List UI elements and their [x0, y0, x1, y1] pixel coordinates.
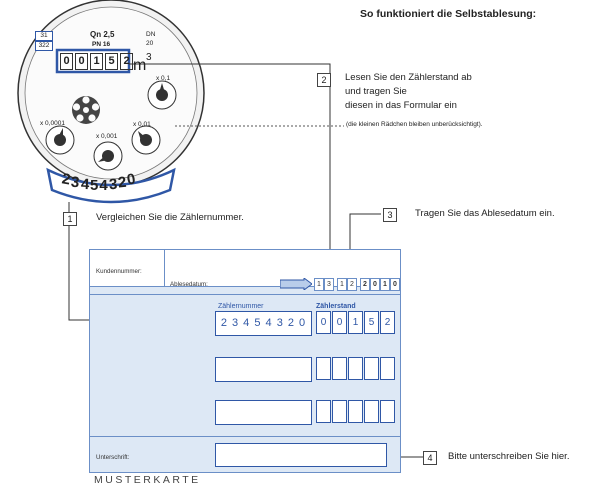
step-3-text: Tragen Sie das Ablesedatum ein.: [415, 208, 555, 219]
step-2-number: 2: [317, 73, 331, 87]
zaehlerstand-cell-empty[interactable]: [364, 400, 379, 423]
arrow-right-icon: [280, 278, 312, 290]
dial-label-3: x 0,001: [96, 133, 118, 140]
star-wheel-icon: [72, 96, 100, 124]
date-cell[interactable]: 1: [314, 278, 324, 291]
step-2-line2: und tragen Sie: [345, 86, 407, 97]
step-3-number: 3: [383, 208, 397, 222]
sample-card: Kundennummer: Ablesedatum: 1 3 1 2 2 0 1…: [89, 249, 401, 473]
serial-digit: 4: [99, 177, 109, 194]
signature-field[interactable]: [215, 443, 387, 467]
zaehlerstand-label: Zählerstand: [316, 303, 356, 310]
unterschrift-label: Unterschrift:: [96, 454, 130, 461]
meter-unit: m: [133, 57, 147, 74]
zaehlerstand-cell-empty[interactable]: [348, 357, 363, 380]
page-title: So funktioniert die Selbstablesung:: [360, 8, 537, 20]
zaehlerstand-cell-empty[interactable]: [348, 400, 363, 423]
serial-digit: 4: [80, 175, 91, 194]
date-cell[interactable]: 0: [390, 278, 400, 291]
serial-number-plate: [46, 167, 176, 204]
card-header-divider: [164, 250, 165, 286]
zaehlernummer-label: Zählernummer: [218, 303, 264, 310]
step-1-text: Vergleichen Sie die Zählernummer.: [96, 212, 244, 223]
serial-digit: 5: [90, 177, 100, 194]
kundennummer-label: Kundennummer:: [96, 268, 142, 275]
date-cell[interactable]: 2: [360, 278, 370, 291]
zaehlerstand-cell-empty[interactable]: [380, 400, 395, 423]
zaehlerstand-cell[interactable]: 0: [332, 311, 347, 334]
zaehlerstand-cell-empty[interactable]: [364, 357, 379, 380]
meter-dn-value: 20: [146, 40, 154, 47]
zaehlerstand-cell-empty[interactable]: [316, 400, 331, 423]
meter-digit: 0: [75, 53, 88, 70]
step-1-number: 1: [63, 212, 77, 226]
date-cell[interactable]: 1: [337, 278, 347, 291]
step-4-number: 4: [423, 451, 437, 465]
zaehlerstand-cell[interactable]: 5: [364, 311, 379, 334]
musterkarte-caption: MUSTERKARTE: [94, 474, 201, 486]
meter-box-a: 31: [35, 31, 53, 41]
date-cell[interactable]: 2: [347, 278, 357, 291]
meter-digit: 1: [90, 53, 103, 70]
meter-qn: Qn 2,5: [90, 30, 115, 39]
dial-label-4: x 0,0001: [40, 120, 65, 127]
meter-digit: 0: [60, 53, 73, 70]
dial-label-1: x 0,1: [156, 75, 171, 82]
meter-dn-label: DN: [146, 31, 156, 38]
dial-label-2: x 0,01: [133, 121, 151, 128]
zaehlerstand-cell[interactable]: 0: [316, 311, 331, 334]
zaehlernummer-field-empty[interactable]: [215, 400, 312, 425]
zaehlerstand-cell-empty[interactable]: [316, 357, 331, 380]
connector-step2: [129, 63, 331, 315]
meter-box-b: 322: [35, 41, 53, 51]
meter-reading-digits: 0 0 1 5 2: [60, 53, 133, 70]
step-2-line1: Lesen Sie den Zählerstand ab: [345, 72, 472, 83]
card-divider-top: [90, 294, 400, 295]
ablesedatum-label: Ablesedatum:: [170, 281, 208, 288]
zaehlernummer-field-empty[interactable]: [215, 357, 312, 382]
zaehlernummer-field[interactable]: 2 3 4 5 4 3 2 0: [215, 311, 312, 336]
zaehlerstand-cell[interactable]: 1: [348, 311, 363, 334]
zaehlerstand-cell-empty[interactable]: [332, 400, 347, 423]
zaehlerstand-cell-empty[interactable]: [380, 357, 395, 380]
card-divider-bottom: [90, 436, 400, 437]
meter-serial-digits: 2 3 4 5 4 3 2 0: [61, 170, 139, 194]
date-cell[interactable]: 3: [324, 278, 334, 291]
serial-digit: 0: [126, 170, 139, 189]
date-cell[interactable]: 0: [370, 278, 380, 291]
step-2-line3: diesen in das Formular ein: [345, 100, 457, 111]
dial-x0-001: [93, 141, 123, 171]
zaehlerstand-cell[interactable]: 2: [380, 311, 395, 334]
dial-x0-0001: [45, 125, 75, 155]
date-cell[interactable]: 1: [380, 278, 390, 291]
meter-digit: 2: [120, 53, 133, 70]
meter-digit: 5: [105, 53, 118, 70]
step-4-text: Bitte unterschreiben Sie hier.: [448, 451, 570, 462]
meter-pn: PN 16: [92, 41, 111, 48]
meter-unit-exp: 3: [146, 52, 152, 63]
step-2-hint: (die kleinen Rädchen bleiben unberücksic…: [346, 121, 483, 128]
zaehlerstand-cell-empty[interactable]: [332, 357, 347, 380]
dial-x0-01: [131, 125, 161, 155]
dial-x0-1: [147, 80, 177, 110]
